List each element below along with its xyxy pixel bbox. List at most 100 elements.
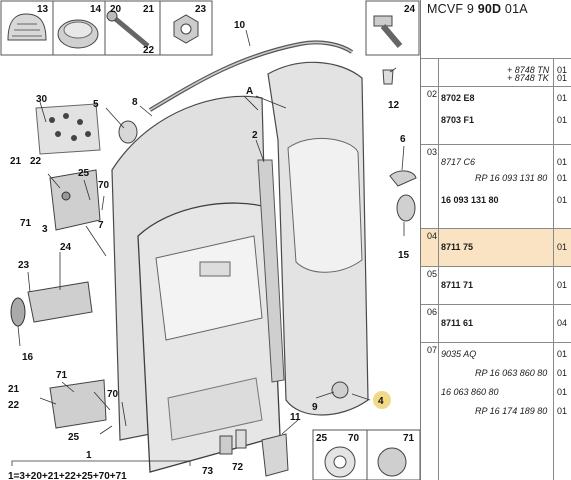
cover-15[interactable] [396, 194, 416, 222]
label-70-lower: 70 [107, 389, 119, 400]
label-6: 6 [400, 134, 406, 145]
label-24: 24 [60, 242, 72, 253]
lower-hinge[interactable] [49, 379, 107, 429]
thumb-bottom-25: 25 [316, 433, 328, 444]
row-index: 07 [427, 345, 438, 355]
guard-11[interactable] [261, 433, 289, 477]
part-quantity: 01 [557, 387, 568, 397]
leader-lines [17, 29, 405, 435]
label-21-lower: 21 [8, 384, 20, 395]
label-73: 73 [202, 466, 214, 477]
middle-hinge[interactable] [10, 281, 93, 327]
label-4: 4 [378, 396, 384, 407]
part-reference[interactable]: 8703 F1 [441, 115, 475, 125]
handle-6[interactable] [389, 170, 417, 187]
thumbnail-bottom-25-70[interactable]: 25 70 [312, 429, 368, 480]
label-25-upper: 25 [78, 168, 90, 179]
thumbnail-23[interactable]: 23 [159, 0, 213, 56]
label-5: 5 [93, 99, 99, 110]
fastener-kit[interactable] [35, 103, 101, 155]
label-16: 16 [22, 352, 34, 363]
part-quantity: 01 [557, 173, 568, 183]
part-reference[interactable]: 8711 61 [441, 318, 474, 328]
row-index: 06 [427, 307, 438, 317]
parts-row[interactable]: + 8748 TN 01 + 8748 TK 01 [421, 58, 571, 87]
thumbnail-14[interactable]: 14 [52, 0, 106, 56]
thumbnail-24[interactable]: 24 [365, 0, 420, 56]
part-reference[interactable]: 16 063 860 80 [441, 387, 499, 397]
thumb-label-20: 20 [110, 4, 122, 15]
part-quantity: 01 [557, 73, 568, 83]
label-23: 23 [18, 260, 30, 271]
label-22-upper: 22 [30, 156, 42, 167]
part-reference[interactable]: RP 16 174 189 80 [475, 406, 548, 416]
part-quantity: 01 [557, 93, 568, 103]
thumb-label-14: 14 [90, 4, 102, 15]
part-quantity: 01 [557, 65, 568, 75]
part-reference[interactable]: 8717 C6 [441, 157, 476, 167]
label-15: 15 [398, 250, 410, 261]
pad-73[interactable] [219, 435, 233, 455]
part-reference[interactable]: + 8748 TN [507, 65, 550, 75]
label-72: 72 [232, 462, 244, 473]
thumbnail-20-21-22[interactable]: 20 21 22 [104, 0, 161, 56]
part-reference[interactable]: 8711 71 [441, 280, 474, 290]
label-25-lower: 25 [68, 432, 80, 443]
row-index: 02 [427, 89, 438, 99]
part-reference[interactable]: 16 093 131 80 [441, 195, 499, 205]
thumb-label-13: 13 [37, 4, 49, 15]
part-reference[interactable]: RP 16 093 131 80 [475, 173, 548, 183]
label-1: 1 [86, 450, 92, 461]
label-71-upper: 71 [20, 218, 32, 229]
label-2: 2 [252, 130, 258, 141]
label-A: A [246, 86, 253, 97]
label-22-lower: 22 [8, 400, 20, 411]
part-reference[interactable]: 8711 75 [441, 242, 474, 252]
row-index: 04 [427, 231, 438, 241]
part-quantity: 04 [557, 318, 568, 328]
part-reference[interactable]: 8702 E8 [441, 93, 475, 103]
part-quantity: 01 [557, 157, 568, 167]
part-quantity: 01 [557, 115, 568, 125]
label-70-upper: 70 [98, 180, 110, 191]
formula-label: 1=3+20+21+22+25+70+71 [8, 471, 127, 480]
label-11: 11 [290, 412, 301, 423]
label-30: 30 [36, 94, 48, 105]
part-quantity: 01 [557, 195, 568, 205]
label-21-upper: 21 [10, 156, 22, 167]
row-index: 05 [427, 269, 438, 279]
label-10: 10 [234, 20, 246, 31]
label-4-badge: 4 [373, 391, 391, 409]
thumbnail-bottom-71[interactable]: 71 [366, 429, 420, 480]
part-reference[interactable]: RP 16 063 860 80 [475, 368, 548, 378]
thumb-label-23: 23 [195, 4, 207, 15]
panel-title: MCVF 9 90D 01A [427, 2, 528, 16]
pad-72[interactable] [235, 429, 247, 449]
label-3: 3 [42, 224, 48, 235]
grommet-4[interactable] [331, 381, 349, 399]
cap-5[interactable] [118, 120, 138, 144]
clip-12[interactable] [382, 69, 394, 85]
part-quantity: 01 [557, 349, 568, 359]
thumb-bottom-71: 71 [403, 433, 415, 444]
label-71-lower: 71 [56, 370, 68, 381]
label-9: 9 [312, 402, 318, 413]
thumb-bottom-70: 70 [348, 433, 360, 444]
thumbnail-13[interactable]: 13 [0, 0, 54, 56]
part-quantity: 01 [557, 280, 568, 290]
part-quantity: 01 [557, 368, 568, 378]
label-12: 12 [388, 100, 400, 111]
upper-hinge[interactable] [49, 169, 101, 231]
thumb-label-22: 22 [143, 45, 155, 56]
part-reference[interactable]: 9035 AQ [441, 349, 477, 359]
part-reference[interactable]: + 8748 TK [507, 73, 549, 83]
vertical-seal[interactable] [257, 159, 285, 383]
thumb-label-24: 24 [404, 4, 416, 15]
